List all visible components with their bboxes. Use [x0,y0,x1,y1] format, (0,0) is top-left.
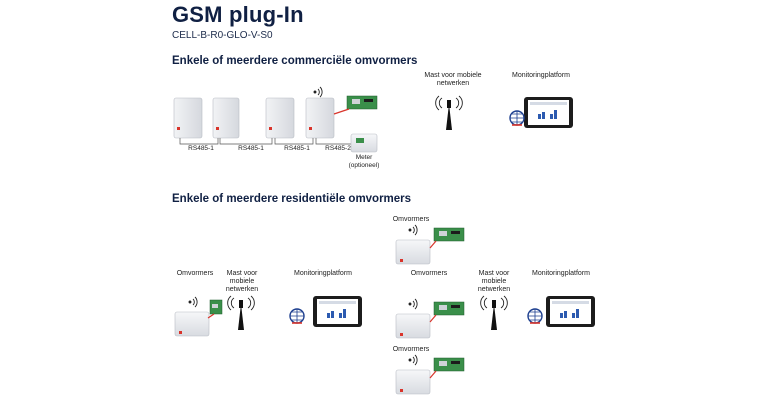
tablet-icon [313,296,362,327]
meter-icon [350,133,378,153]
wifi-signal-icon [313,86,323,98]
bus-label: RS485-1 [238,145,264,152]
wifi-signal-icon [408,354,418,366]
residential-heading: Enkele of meerdere residentiële omvormer… [172,193,412,205]
page-title: GSM plug-In [172,2,304,27]
inverter-icon [395,369,431,395]
inverters-label: Omvormers [392,346,430,353]
gsm-card-icon [429,227,465,249]
mast-label: Mast voor mobiele netwerken [477,270,511,293]
monitoring-label: Monitoringplatform [532,270,590,277]
rs485-bus-lines [179,138,356,145]
inverter-icon [174,311,210,337]
monitoring-label: Monitoringplatform [294,270,352,277]
inverter-icon [265,97,295,139]
commercial-heading: Enkele of meerdere commerciële omvormers [172,55,418,67]
gsm-card-icon [429,301,465,323]
gsm-card-icon [333,95,378,115]
product-code: CELL-B-R0-GLO-V-S0 [172,30,273,41]
inverter-icon [305,97,335,139]
cell-tower-icon [435,95,463,130]
mast-label: Mast voor mobiele netwerken [225,270,259,293]
wifi-signal-icon [408,224,418,236]
tablet-icon [524,97,573,128]
gsm-card-icon [207,299,223,319]
wifi-signal-icon [408,298,418,310]
globe-icon [289,308,305,324]
inverter-icon [395,239,431,265]
tablet-icon [546,296,595,327]
meter-label: Meter (optioneel) [348,154,380,169]
inverters-label: Omvormers [392,216,430,223]
inverter-icon [212,97,240,139]
bus-label: RS485-1 [284,145,310,152]
cell-tower-icon [227,295,255,330]
monitoring-label: Monitoringplatform [512,72,570,79]
globe-icon [527,308,543,324]
wifi-signal-icon [188,296,198,308]
bus-label: RS485-1 [188,145,214,152]
gsm-card-icon [429,357,465,379]
inverter-icon [395,313,431,339]
inverter-icon [173,97,203,139]
cell-tower-icon [480,295,508,330]
inverters-label: Omvormers [176,270,214,277]
bus-label: RS485-2 [325,145,351,152]
inverters-label: Omvormers [410,270,448,277]
globe-icon [509,110,525,126]
mast-label: Mast voor mobiele netwerken [424,72,482,87]
